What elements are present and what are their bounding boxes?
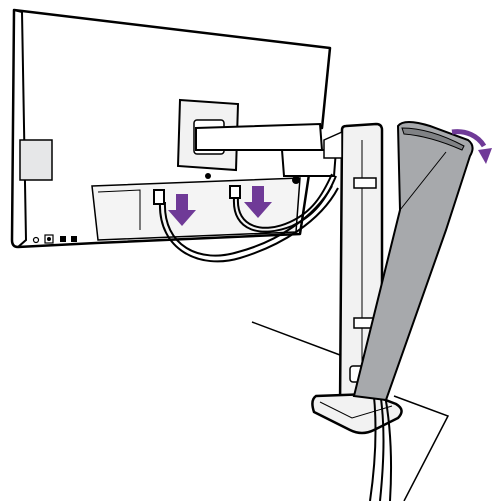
side-panel xyxy=(20,140,52,180)
cable-clip xyxy=(354,178,376,188)
port-recess xyxy=(92,178,300,240)
lock-hole xyxy=(205,173,211,179)
